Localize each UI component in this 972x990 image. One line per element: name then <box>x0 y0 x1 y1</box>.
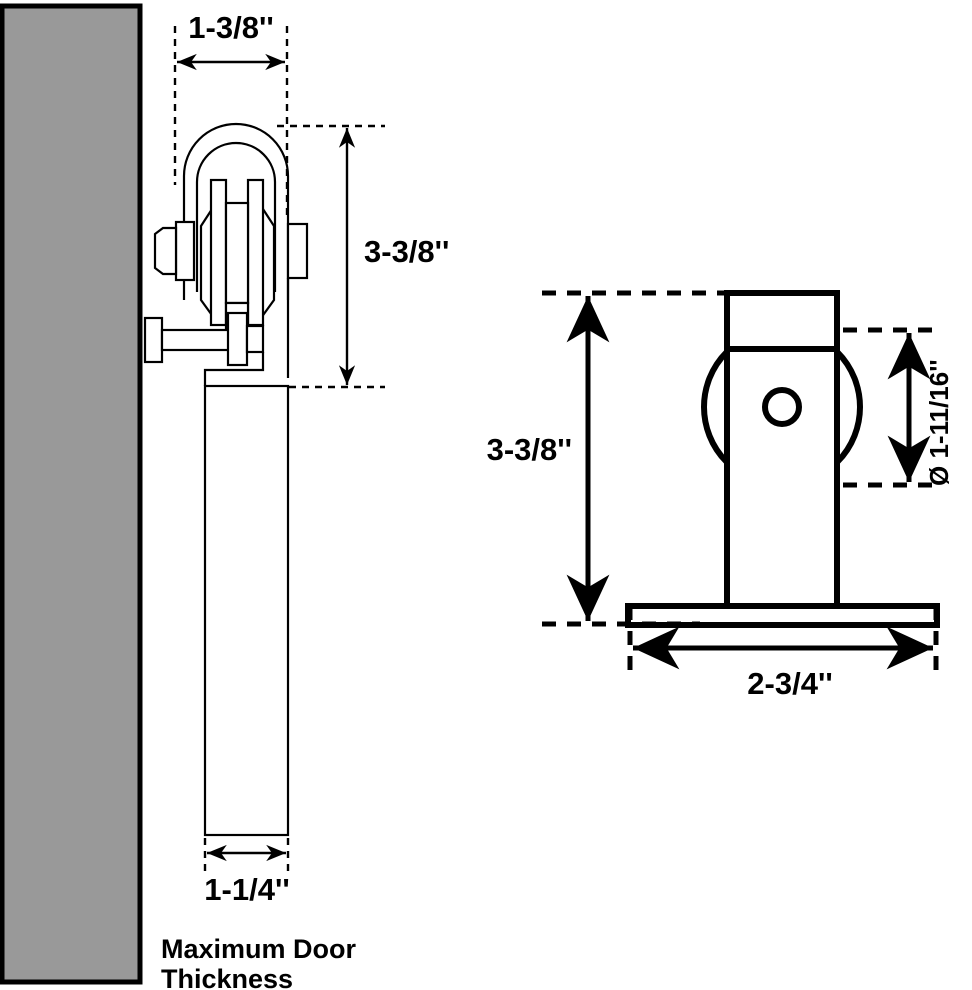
dimension-base-plate-width: 2-3/4'' <box>627 606 939 701</box>
axle-nut-icon <box>153 226 178 276</box>
dimension-door-thickness: 1-1/4'' <box>203 838 290 907</box>
axle-hole-icon <box>762 387 802 427</box>
hanger-bracket-outer <box>182 122 290 300</box>
note-line-2: Thickness <box>161 964 293 990</box>
wall-bolt-shaft <box>160 328 234 352</box>
door-panel-body <box>203 384 290 837</box>
spacer-nut <box>245 324 265 354</box>
hanger-strap <box>203 352 265 386</box>
roller-hanger-assembly <box>143 122 309 386</box>
bracket-height-label-left: 3-3/8'' <box>364 234 449 269</box>
spacer-collar <box>226 311 249 367</box>
bracket-height-label-right: 3-3/8'' <box>487 432 572 467</box>
hanger-bracket-inner <box>195 141 277 292</box>
bracket-depth-label: 1-3/8'' <box>188 10 273 45</box>
front-view-bracket <box>625 290 940 628</box>
dimension-bracket-depth: 1-3/8'' <box>173 10 289 215</box>
dimension-wheel-diameter: Ø 1-11/16'' <box>843 327 954 488</box>
dimension-bracket-height-right: 3-3/8'' <box>487 290 730 627</box>
wall-fill <box>0 3 143 985</box>
roller-tread-bar-right <box>246 178 265 327</box>
dimension-bracket-height-left: 3-3/8'' <box>277 124 449 389</box>
note-line-1: Maximum Door <box>161 934 357 964</box>
roller-hub-center <box>224 201 250 305</box>
wall-bolt-head <box>143 316 164 364</box>
roller-tread-bar-left <box>209 178 228 327</box>
door-thickness-label: 1-1/4'' <box>204 872 289 907</box>
wheel-diameter-label: Ø 1-11/16'' <box>924 359 954 486</box>
bracket-head <box>724 290 840 354</box>
wall-block <box>0 3 143 985</box>
door-panel <box>203 384 290 837</box>
base-plate-width-label: 2-3/4'' <box>747 666 832 701</box>
max-door-thickness-note: Maximum Door Thickness <box>161 934 357 990</box>
axle-washer <box>174 220 196 282</box>
hanger-side-stub <box>286 222 309 280</box>
